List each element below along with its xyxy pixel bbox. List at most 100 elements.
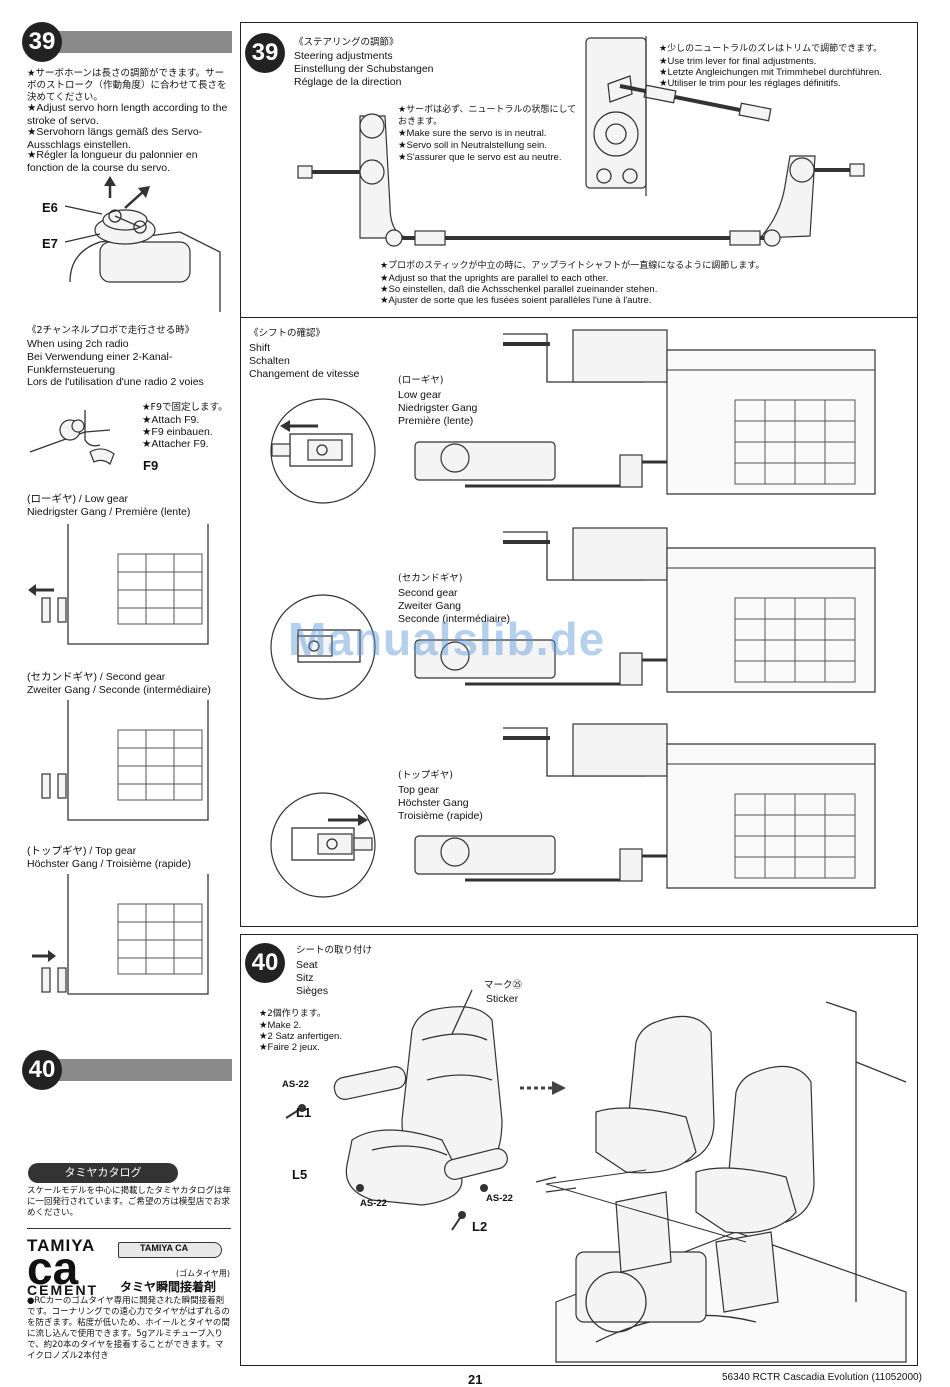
step39-left-text-fr: ★Régler la longueur du palonnier en fonc… [27, 149, 198, 174]
label-as22-c: AS-22 [486, 1193, 513, 1204]
left-gear-top-title: (トップギヤ) / Top gear [27, 845, 137, 857]
catalog-heading: タミヤカタログ [28, 1163, 178, 1183]
shift-second-de: Zweiter Gang [398, 600, 462, 612]
f9-note-jp: ★F9で固定します。 [142, 402, 228, 413]
steering-title-en: Steering adjustments [294, 50, 393, 62]
shift-low-fr: Première (lente) [398, 415, 474, 427]
step39-left-text-jp: ★サーボホーンは長さの調節ができます。サーボのストローク（作動角度）に合わせて長… [27, 68, 227, 103]
label-f9: F9 [143, 458, 159, 473]
left-gearbox-low [28, 524, 209, 645]
step40-left-bar [28, 1059, 232, 1081]
label-as22-b: AS-22 [360, 1198, 387, 1209]
step40-right-badge: 40 [245, 943, 285, 983]
seat-make-en: ★Make 2. [259, 1020, 302, 1031]
shift-top-en: Top gear [398, 784, 439, 796]
shift-low-de: Niedrigster Gang [398, 402, 478, 414]
trim-note-en: ★Use trim lever for final adjustments. [659, 56, 817, 67]
shift-title-jp: 《シフトの確認》 [249, 328, 326, 339]
left-gearbox-top [32, 874, 209, 995]
steering-divider [241, 317, 917, 318]
shift-low-detail-circle [270, 398, 376, 504]
cement-brand-ca: ca [27, 1242, 79, 1294]
step39-right-badge: 39 [245, 33, 285, 73]
servo-horn-illustration [64, 176, 221, 312]
seat-make-fr: ★Faire 2 jeux. [259, 1042, 320, 1053]
left-gear-top-sub: Höchster Gang / Troisième (rapide) [27, 858, 191, 870]
twoch-title-fr: Lors de l'utilisation d'une radio 2 voie… [27, 376, 204, 388]
steering-title-de: Einstellung der Schubstangen [294, 63, 434, 75]
cement-sub-jp: (ゴムタイヤ用) [176, 1269, 231, 1278]
shift-title-fr: Changement de vitesse [249, 368, 360, 380]
f9-illustration [29, 410, 115, 465]
step39-left-bar [28, 31, 232, 53]
footer-code: 56340 RCTR Cascadia Evolution (11052000) [722, 1372, 922, 1383]
cement-text: ●RCカーのゴムタイヤ専用に開発された瞬間接着剤です。コーナリングでの遠心力でタ… [27, 1296, 230, 1361]
cab-seats-illustration [535, 1001, 907, 1363]
upright-note-de: ★So einstellen, daß die Achsschenkel par… [380, 284, 658, 295]
label-l5: L5 [292, 1167, 308, 1182]
step40-right-frame [240, 934, 918, 1366]
f9-note-de: ★F9 einbauen. [142, 426, 213, 438]
watermark: Manualslib.de [288, 613, 606, 665]
shift-second-gearbox [414, 527, 876, 693]
trim-note-fr: ★Utiliser le trim pour les réglages défi… [659, 78, 841, 89]
catalog-text: スケールモデルを中心に掲載したタミヤカタログは年に一回発行されています。ご希望の… [27, 1186, 232, 1218]
cement-brand-tamiya: TAMIYA [27, 1236, 96, 1255]
shift-second-jp: (セカンドギヤ) [398, 573, 463, 584]
cement-brand-cement: CEMENT [27, 1282, 99, 1298]
twoch-title-en: When using 2ch radio [27, 338, 129, 350]
shift-title-de: Schalten [249, 355, 290, 367]
left-gearbox-second [41, 700, 209, 821]
assembly-direction-arrow [520, 1081, 566, 1095]
twoch-title-de: Bei Verwendung einer 2-Kanal-Funkfernste… [27, 351, 173, 376]
step39-left-text-en: ★Adjust servo horn length according to t… [27, 102, 228, 127]
servo-note-jp: ★サーボは必ず、ニュートラルの状態にしておきます。 [398, 105, 577, 127]
upright-note-fr: ★Ajuster de sorte que les fusées soient … [380, 295, 652, 306]
shift-title-en: Shift [249, 342, 271, 354]
cement-title-jp: タミヤ瞬間接着剤 [120, 1280, 217, 1294]
left-gear-second-sub: Zweiter Gang / Seconde (intermédiaire) [27, 684, 211, 696]
sticker-label: Sticker [486, 993, 519, 1005]
cement-tube-label: TAMIYA CA [140, 1243, 189, 1253]
catalog-rule [27, 1228, 231, 1229]
left-gear-low-title: (ローギヤ) / Low gear [27, 493, 128, 505]
step39-right-frame [240, 22, 918, 927]
steering-title-fr: Réglage de la direction [294, 76, 402, 88]
shift-second-fr: Seconde (intermédiaire) [398, 613, 511, 625]
cement-tube [118, 1242, 222, 1258]
trim-note-jp: ★少しのニュートラルのズレはトリムで調節できます。 [659, 44, 883, 54]
servo-note-de: ★Servo soll in Neutralstellung sein. [398, 140, 547, 151]
shift-top-jp: (トップギヤ) [398, 770, 453, 781]
seat-make-jp: ★2個作ります。 [259, 1009, 326, 1019]
left-gear-second-title: (セカンドギヤ) / Second gear [27, 671, 166, 683]
seat-title-en: Seat [296, 959, 318, 971]
sticker-marker-jp: マーク㉕ [484, 980, 523, 991]
label-as22-a: AS-22 [282, 1079, 309, 1090]
left-gear-low-sub: Niedrigster Gang / Première (lente) [27, 506, 191, 518]
shift-top-fr: Troisième (rapide) [398, 810, 483, 822]
f9-note-en: ★Attach F9. [142, 414, 200, 426]
trim-note-de: ★Letzte Angleichungen mit Trimmhebel dur… [659, 67, 882, 78]
step39-left-badge: 39 [22, 22, 62, 62]
step39-left-text-de: ★Servohorn längs gemäß des Servo-Ausschl… [27, 126, 203, 151]
shift-low-jp: (ローギヤ) [398, 375, 444, 386]
servo-note-en: ★Make sure the servo is in neutral. [398, 128, 547, 139]
twoch-title-jp: 《2チャンネルプロポで走行させる時》 [27, 325, 195, 336]
step40-left-badge: 40 [22, 1050, 62, 1090]
seat-make-de: ★2 Satz anfertigen. [259, 1031, 342, 1042]
upright-note-jp: ★プロポのスティックが中立の時に、アップライトシャフトが一直線になるように調節し… [380, 261, 765, 271]
shift-top-detail-circle [270, 792, 376, 898]
shift-low-gearbox [414, 329, 876, 495]
label-l1: L1 [296, 1105, 312, 1120]
shift-top-gearbox [414, 723, 876, 889]
f9-note-fr: ★Attacher F9. [142, 438, 209, 450]
upright-note-en: ★Adjust so that the uprights are paralle… [380, 273, 609, 284]
servo-note-fr: ★S'assurer que le servo est au neutre. [398, 152, 562, 163]
steering-linkage-illustration [297, 36, 865, 247]
shift-second-en: Second gear [398, 587, 458, 599]
seat-title-de: Sitz [296, 972, 314, 984]
page-number: 21 [468, 1372, 483, 1387]
shift-second-detail-circle [270, 594, 376, 700]
seat-assembly-illustration [285, 989, 508, 1231]
seat-title-fr: Sièges [296, 985, 329, 997]
